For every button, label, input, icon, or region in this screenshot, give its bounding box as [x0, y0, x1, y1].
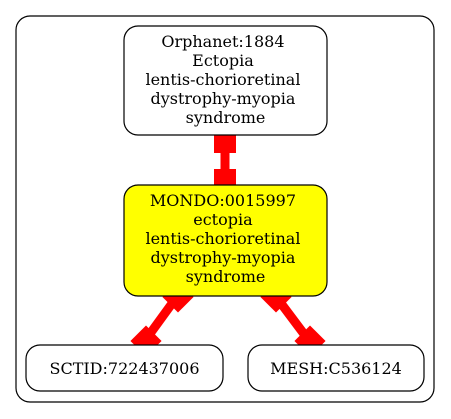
- node-orphanet-box: [123, 25, 328, 136]
- edge-orphanet-mondo: [214, 131, 236, 191]
- node-mesh-label: MESH:C536124: [270, 359, 402, 378]
- node-mesh-box: [247, 344, 425, 392]
- node-sctid-label: SCTID:722437006: [49, 359, 199, 378]
- node-sctid[interactable]: SCTID:722437006: [25, 344, 224, 392]
- node-mondo[interactable]: MONDO:0015997 ectopia lentis-chorioretin…: [123, 184, 328, 297]
- node-mondo-box: [123, 184, 328, 297]
- node-mondo-label: MONDO:0015997 ectopia lentis-chorioretin…: [145, 191, 305, 286]
- node-sctid-box: [25, 344, 224, 392]
- node-orphanet[interactable]: Orphanet:1884 Ectopia lentis-chorioretin…: [123, 25, 328, 136]
- node-orphanet-label: Orphanet:1884 Ectopia lentis-chorioretin…: [145, 32, 305, 127]
- edge-end-marker: [214, 131, 236, 153]
- node-mesh[interactable]: MESH:C536124: [247, 344, 425, 392]
